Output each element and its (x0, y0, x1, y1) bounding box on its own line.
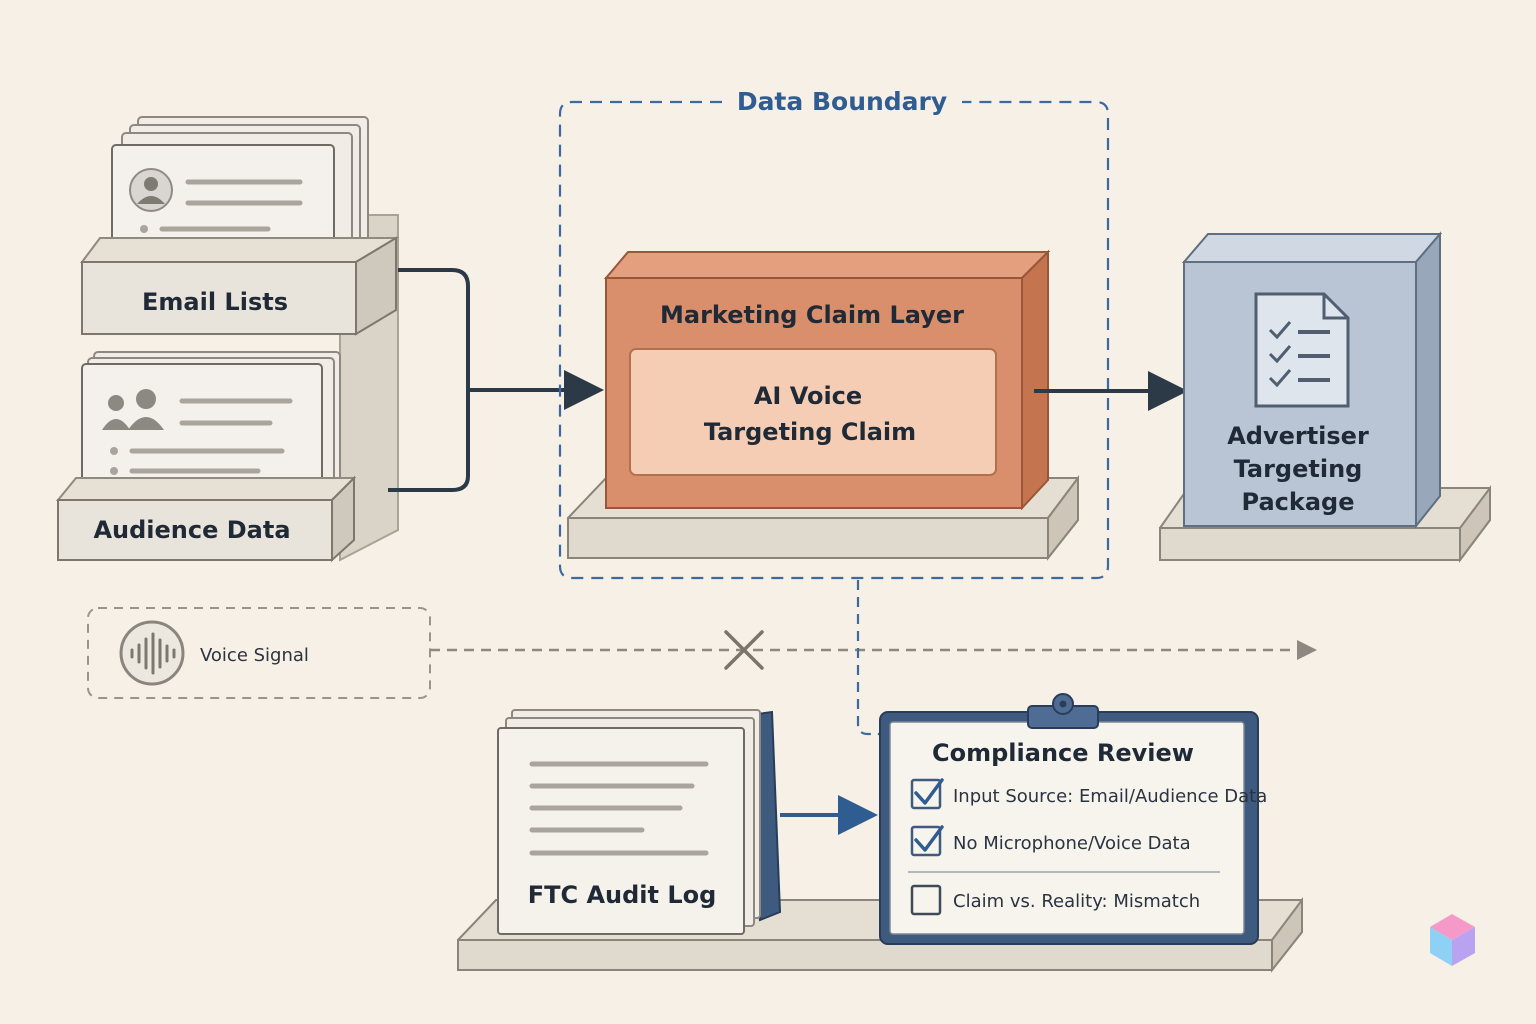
audit-log-label: FTC Audit Log (528, 881, 717, 909)
checkmark-icon (914, 825, 944, 852)
package-label-line3: Package (1242, 488, 1355, 516)
data-boundary: Data Boundary (558, 87, 1110, 580)
package-label-line2: Targeting (1234, 455, 1363, 483)
checkbox-checked[interactable] (910, 825, 942, 857)
email-lists-pedestal (81, 261, 357, 335)
advertiser-targeting-package: Advertiser Targeting Package (1159, 231, 1491, 563)
clipboard-clip (1027, 693, 1099, 729)
compliance-item-no-voice: No Microphone/Voice Data (910, 825, 1191, 857)
audience-data-label: Audience Data (93, 516, 290, 544)
compliance-title: Compliance Review (932, 739, 1194, 767)
compliance-item-text: Claim vs. Reality: Mismatch (953, 891, 1200, 912)
package-label-line1: Advertiser (1227, 422, 1369, 450)
compliance-item-input-source: Input Source: Email/Audience Data (910, 778, 1267, 810)
compliance-item-text: No Microphone/Voice Data (953, 833, 1191, 854)
ftc-audit-log: FTC Audit Log (497, 709, 782, 935)
input-merge-connector (388, 268, 604, 492)
claim-inner-line2: Targeting Claim (704, 418, 916, 446)
claim-inner-panel (629, 348, 997, 476)
sound-wave-icon (119, 620, 185, 686)
email-lists-stack: Email Lists (80, 116, 400, 562)
data-boundary-label: Data Boundary (737, 87, 947, 116)
voice-signal: Voice Signal (87, 607, 1317, 699)
claim-layer-title: Marketing Claim Layer (660, 301, 964, 329)
checklist-document-icon (1254, 292, 1350, 408)
blocked-x-icon (724, 630, 764, 670)
checkmark-icon (914, 778, 944, 805)
voice-signal-box (87, 607, 431, 699)
audience-data-stack: Audience Data (55, 351, 357, 563)
claim-inner-line1: AI Voice (754, 382, 862, 410)
compliance-review: Compliance Review Input Source: Email/Au… (879, 693, 1267, 945)
compliance-item-text: Input Source: Email/Audience Data (953, 786, 1267, 807)
marketing-claim-layer: Marketing Claim Layer AI Voice Targeting… (567, 249, 1079, 561)
group-icon (102, 389, 164, 430)
compliance-item-mismatch: Claim vs. Reality: Mismatch (910, 884, 1200, 916)
corner-gem-icon (1430, 914, 1475, 966)
person-icon (129, 168, 173, 212)
voice-signal-label: Voice Signal (200, 645, 309, 666)
checkbox-unchecked[interactable] (910, 884, 942, 916)
boundary-to-compliance-connector (856, 580, 882, 736)
email-lists-label: Email Lists (142, 288, 288, 316)
checkbox-checked[interactable] (910, 778, 942, 810)
